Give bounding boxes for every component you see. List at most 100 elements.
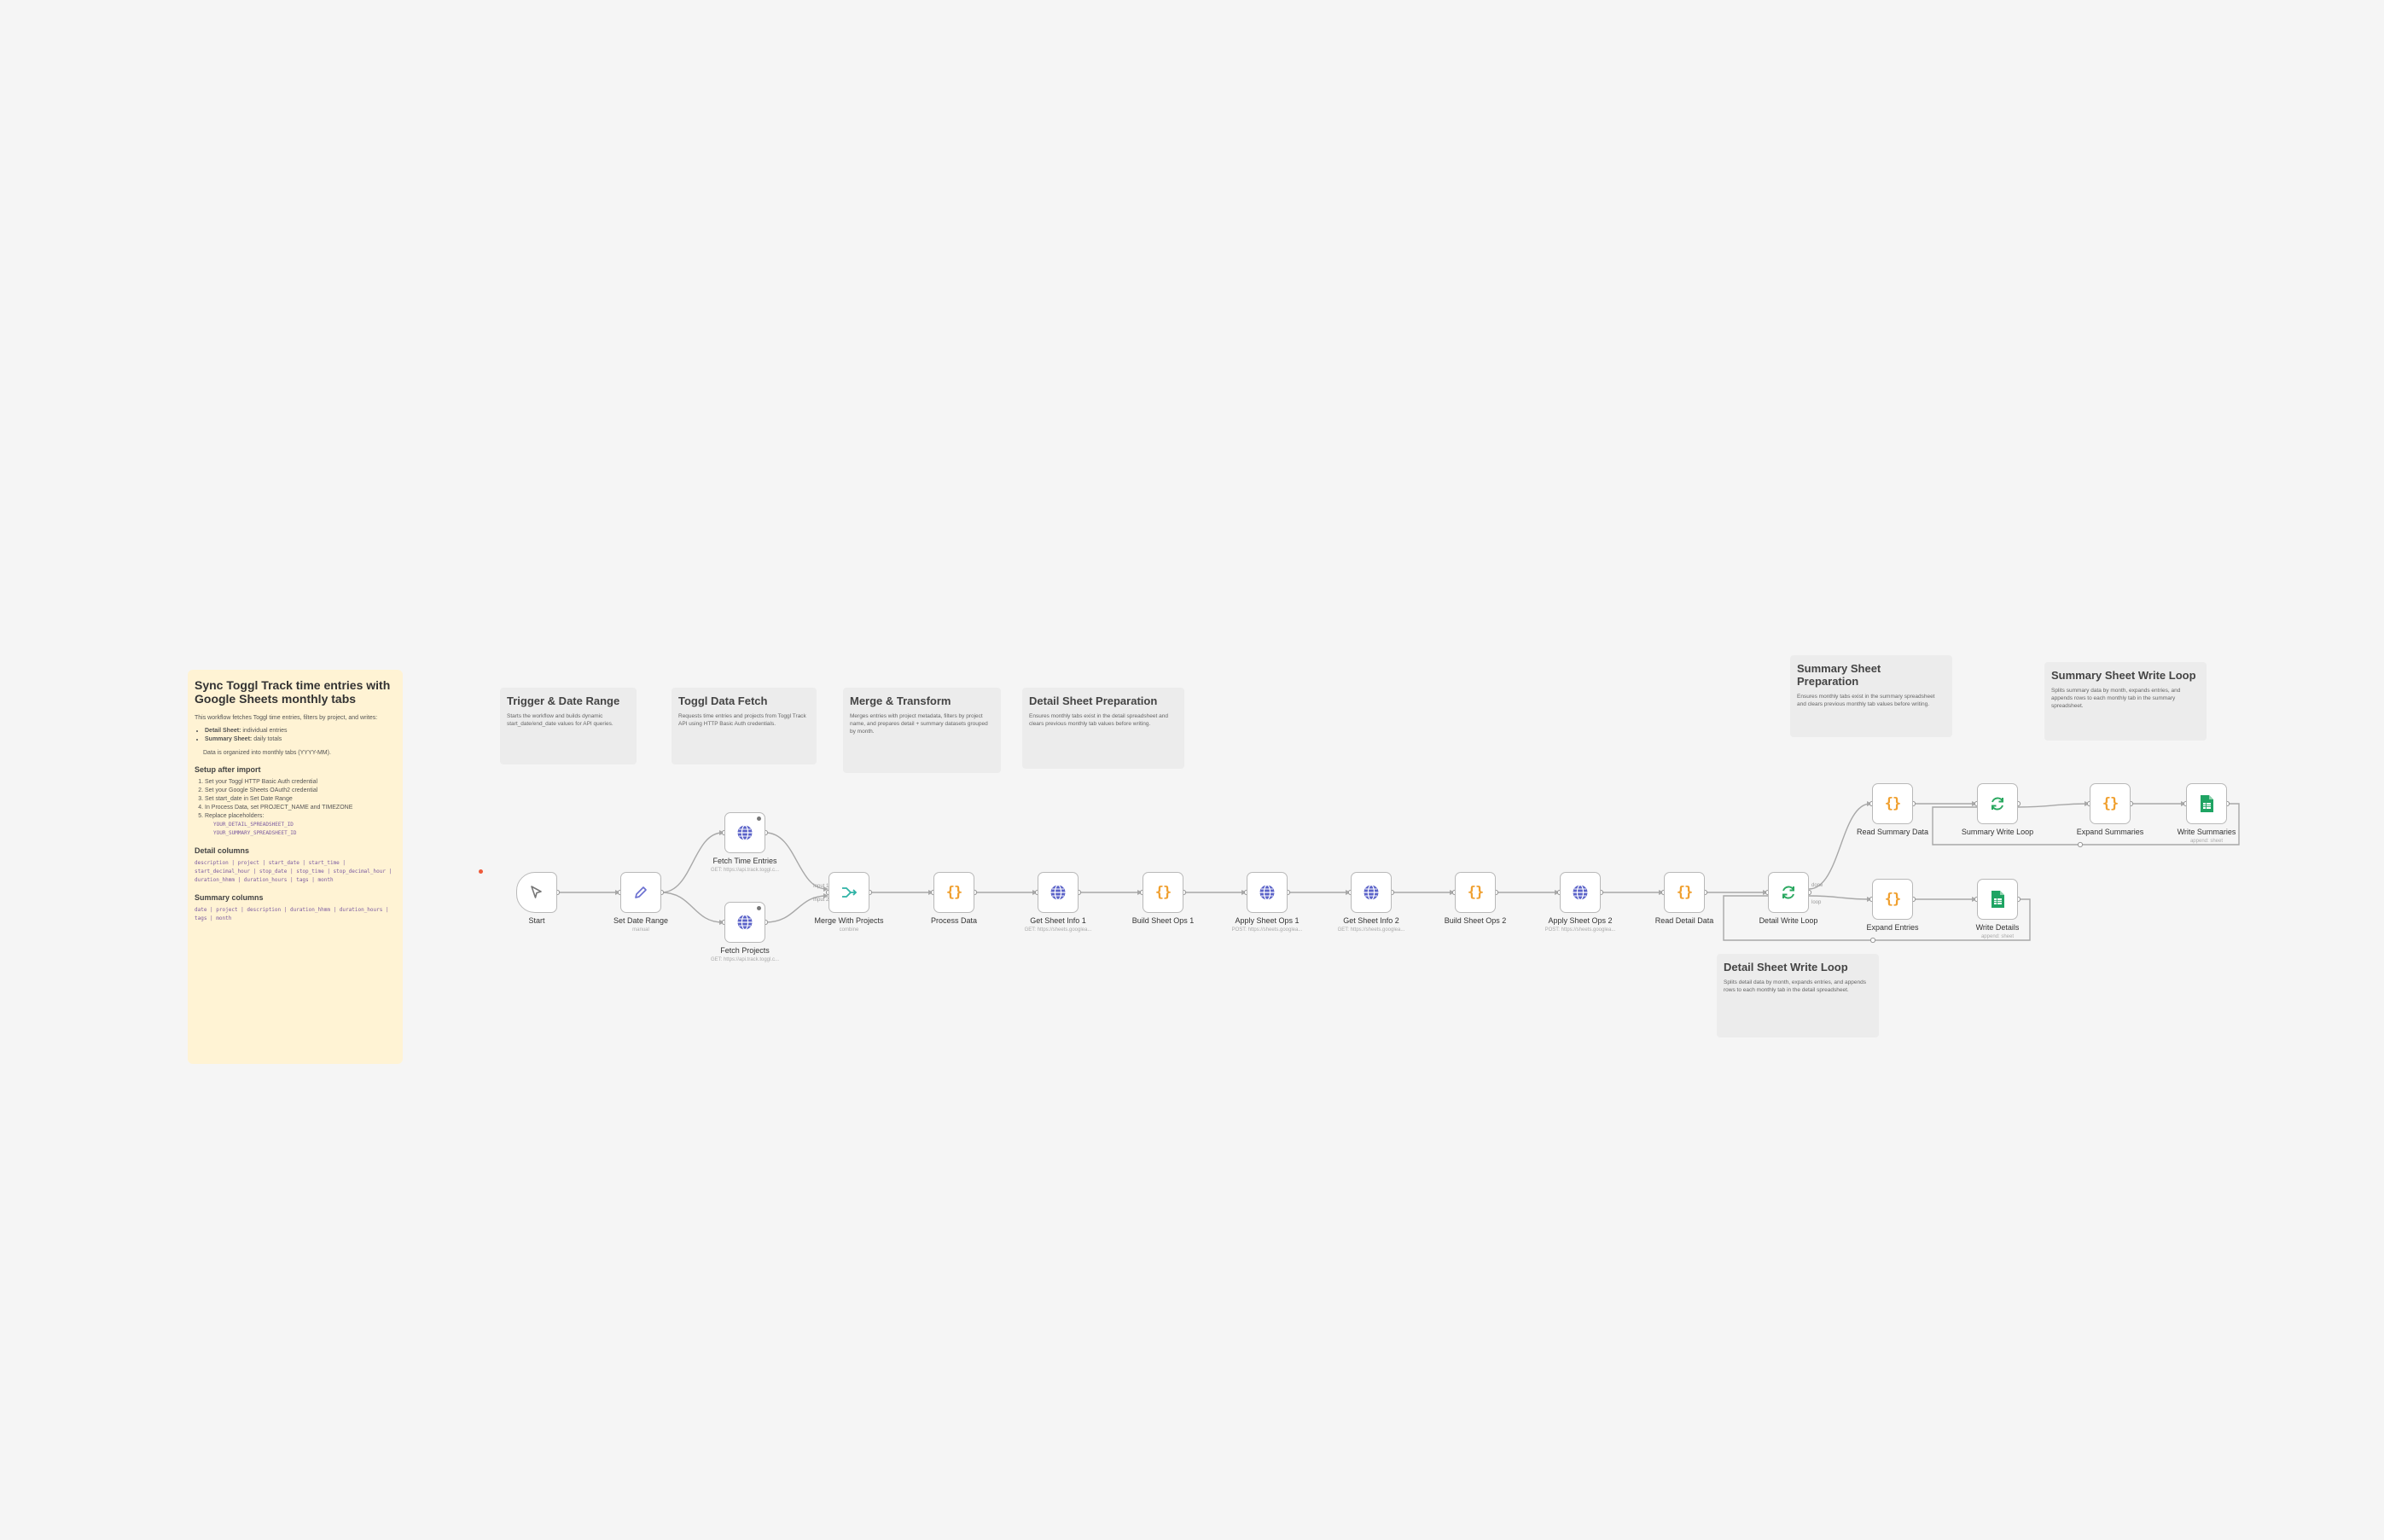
setup-step: In Process Data, set PROJECT_NAME and TI… — [205, 804, 396, 812]
node-readdetail[interactable]: {} — [1664, 872, 1705, 913]
node-writesum[interactable] — [2186, 783, 2227, 824]
loop-icon — [1987, 793, 2008, 814]
note-summary-sheet-preparation[interactable]: Summary Sheet Preparation Ensures monthl… — [1790, 655, 1952, 737]
connection-handle[interactable] — [1869, 937, 1876, 944]
node-label: Fetch Time Entries — [712, 857, 777, 865]
node-subtitle: POST: https://sheets.googlea... — [1231, 927, 1303, 933]
node-readsummary[interactable]: {} — [1872, 783, 1913, 824]
loop-icon — [1778, 882, 1799, 903]
node-expandent[interactable]: {} — [1872, 879, 1913, 920]
node-start[interactable] — [516, 872, 557, 913]
note-description: Merges entries with project metadata, fi… — [850, 713, 988, 735]
node-merge[interactable] — [829, 872, 869, 913]
node-subtitle: GET: https://sheets.googlea... — [1024, 927, 1092, 933]
node-label: Read Summary Data — [1856, 828, 1929, 836]
code-braces-icon: {} — [1884, 795, 1902, 812]
note-title: Toggl Data Fetch — [678, 694, 768, 707]
setup-title: Setup after import — [195, 765, 261, 774]
connection[interactable] — [2017, 803, 2089, 808]
node-fetchtime[interactable] — [724, 812, 765, 853]
node-badge — [757, 816, 761, 821]
node-label: Build Sheet Ops 2 — [1444, 916, 1507, 925]
loop-done-label: done — [1811, 883, 1823, 888]
summary-columns-title: Summary columns — [195, 893, 264, 902]
placeholder-detail-id: YOUR_DETAIL_SPREADSHEET_ID — [213, 822, 294, 828]
workflow-description-note[interactable]: Sync Toggl Track time entries with Googl… — [188, 670, 403, 1064]
note-bullet-detail: Detail Sheet: individual entries — [205, 727, 396, 735]
node-applyops1[interactable] — [1247, 872, 1288, 913]
node-label: Set Date Range — [613, 916, 669, 925]
node-label: Write Details — [1975, 923, 2020, 932]
note-bullets: Detail Sheet: individual entries Summary… — [195, 727, 396, 744]
node-getinfo1[interactable] — [1038, 872, 1079, 913]
pencil-icon — [631, 882, 651, 903]
node-setdate[interactable] — [620, 872, 661, 913]
node-subtitle: manual — [632, 927, 649, 933]
note-description: Ensures monthly tabs exist in the summar… — [1797, 694, 1935, 707]
note-title: Trigger & Date Range — [507, 694, 620, 707]
note-title: Summary Sheet Write Loop — [2051, 669, 2196, 682]
note-summary-sheet-write-loop[interactable]: Summary Sheet Write Loop Splits summary … — [2044, 662, 2207, 741]
note-trigger-date-range[interactable]: Trigger & Date Range Starts the workflow… — [500, 688, 637, 764]
node-label: Get Sheet Info 1 — [1030, 916, 1086, 925]
note-title: Merge & Transform — [850, 694, 951, 707]
node-label: Summary Write Loop — [1961, 828, 2034, 836]
detail-columns: description | project | start_date | sta… — [195, 860, 392, 883]
globe-icon — [1361, 882, 1381, 903]
code-braces-icon: {} — [1154, 884, 1172, 901]
code-braces-icon: {} — [1467, 884, 1485, 901]
node-subtitle: GET: https://api.track.toggl.c... — [710, 868, 780, 873]
note-detail-sheet-write-loop[interactable]: Detail Sheet Write Loop Splits detail da… — [1717, 954, 1879, 1037]
node-label: Get Sheet Info 2 — [1343, 916, 1399, 925]
node-applyops2[interactable] — [1560, 872, 1601, 913]
node-summaryloop[interactable] — [1977, 783, 2018, 824]
node-fetchproj[interactable] — [724, 902, 765, 943]
merge-input-1-label: Input 1 — [813, 884, 829, 889]
code-braces-icon: {} — [1884, 891, 1902, 908]
node-expandsum[interactable]: {} — [2090, 783, 2131, 824]
note-title: Sync Toggl Track time entries with Googl… — [195, 678, 391, 706]
node-buildops2[interactable]: {} — [1455, 872, 1496, 913]
note-description: Ensures monthly tabs exist in the detail… — [1029, 713, 1168, 727]
note-bullet-summary: Summary Sheet: daily totals — [205, 735, 396, 744]
note-intro: This workflow fetches Toggl time entries… — [195, 715, 378, 721]
node-label: Build Sheet Ops 1 — [1131, 916, 1195, 925]
setup-step: Replace placeholders: YOUR_DETAIL_SPREAD… — [205, 812, 396, 838]
loop-loop-label: loop — [1811, 900, 1822, 905]
node-subtitle: POST: https://sheets.googlea... — [1544, 927, 1616, 933]
placeholder-summary-id: YOUR_SUMMARY_SPREADSHEET_ID — [213, 830, 297, 836]
node-subtitle: GET: https://sheets.googlea... — [1337, 927, 1405, 933]
node-label: Detail Write Loop — [1759, 916, 1818, 925]
node-label: Apply Sheet Ops 2 — [1548, 916, 1613, 925]
node-label: Apply Sheet Ops 1 — [1235, 916, 1300, 925]
note-title: Detail Sheet Preparation — [1029, 694, 1158, 707]
setup-steps: Set your Toggl HTTP Basic Auth credentia… — [195, 778, 396, 838]
note-description: Requests time entries and projects from … — [678, 713, 806, 727]
globe-icon — [735, 912, 755, 933]
node-label: Expand Summaries — [2076, 828, 2144, 836]
note-detail-sheet-preparation[interactable]: Detail Sheet Preparation Ensures monthly… — [1022, 688, 1184, 769]
note-description: Starts the workflow and builds dynamic s… — [507, 713, 613, 727]
sheets-icon — [2196, 793, 2217, 814]
note-title: Summary Sheet Preparation — [1797, 662, 1881, 688]
node-label: Fetch Projects — [720, 946, 770, 955]
connection[interactable] — [1808, 803, 1871, 890]
node-buildops1[interactable]: {} — [1143, 872, 1183, 913]
node-subtitle: combine — [839, 927, 859, 933]
note-toggl-data-fetch[interactable]: Toggl Data Fetch Requests time entries a… — [672, 688, 817, 764]
connection-handle[interactable] — [2077, 841, 2084, 848]
note-description: Splits summary data by month, expands en… — [2051, 688, 2181, 709]
node-getinfo2[interactable] — [1351, 872, 1392, 913]
setup-step: Set start_date in Set Date Range — [205, 795, 396, 804]
sheets-icon — [1987, 889, 2008, 909]
node-label: Start — [528, 916, 545, 925]
setup-step: Set your Google Sheets OAuth2 credential — [205, 787, 396, 795]
node-label: Merge With Projects — [814, 916, 884, 925]
globe-icon — [1257, 882, 1277, 903]
note-merge-transform[interactable]: Merge & Transform Merges entries with pr… — [843, 688, 1001, 773]
connection[interactable] — [1808, 895, 1871, 900]
node-process[interactable]: {} — [933, 872, 974, 913]
node-detailloop[interactable] — [1768, 872, 1809, 913]
node-writedet[interactable] — [1977, 879, 2018, 920]
